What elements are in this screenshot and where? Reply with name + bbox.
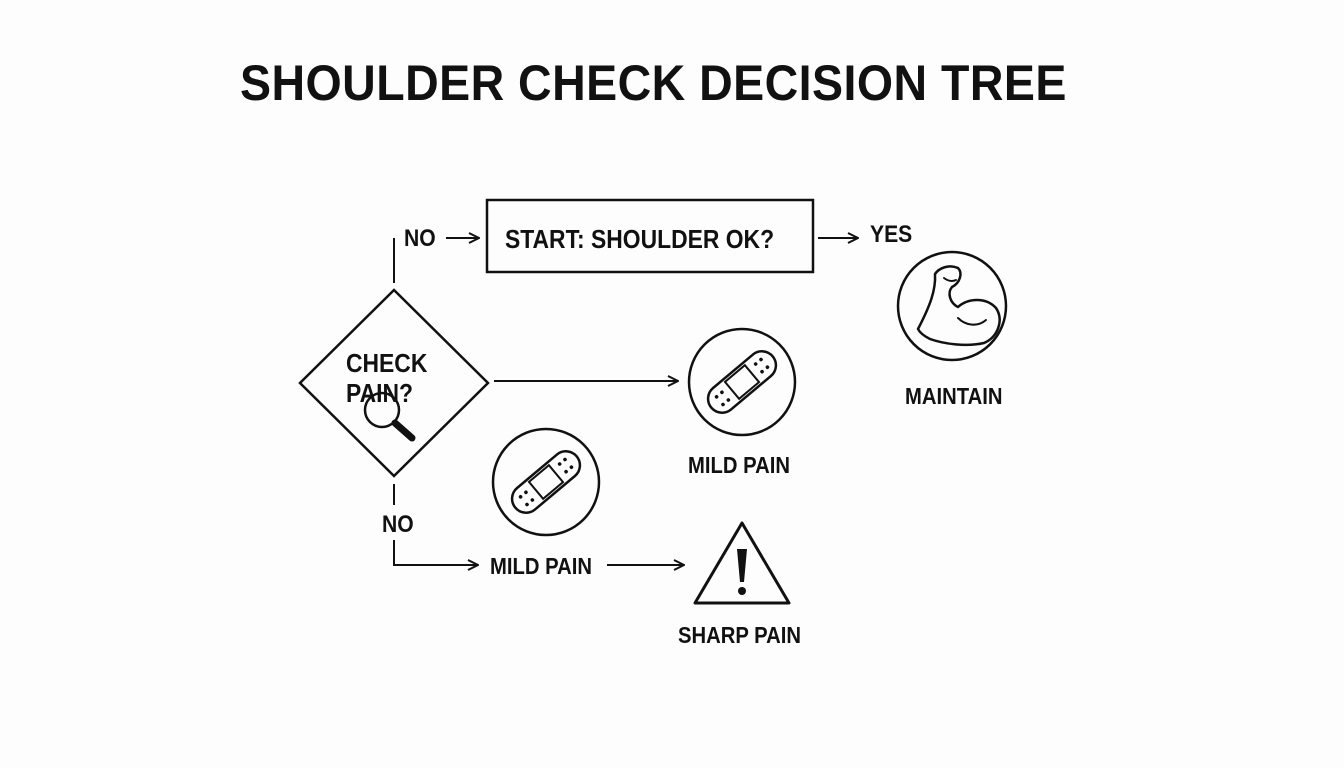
top-no-label: NO [404, 225, 436, 252]
page-title: SHOULDER CHECK DECISION TREE [240, 55, 1067, 111]
start-node-box [485, 198, 815, 274]
warning-icon [693, 521, 791, 605]
start-node-label: START: SHOULDER OK? [505, 224, 775, 254]
check-pain-label: CHECK PAIN? [346, 348, 428, 408]
bottom-no-label: NO [382, 511, 414, 538]
sharp-pain-label: SHARP PAIN [678, 622, 801, 648]
mild-pain-bottom-label: MILD PAIN [490, 553, 592, 579]
bandage-icon [687, 327, 797, 437]
magnifier-icon [363, 391, 416, 442]
yes-label: YES [870, 221, 913, 248]
bandage-icon [491, 427, 601, 537]
bicep-icon [896, 250, 1008, 362]
connector-no-to-mild-pain [393, 540, 478, 565]
check-pain-diamond [298, 288, 490, 478]
maintain-label: MAINTAIN [905, 383, 1003, 409]
mild-pain-right-label: MILD PAIN [688, 452, 790, 478]
